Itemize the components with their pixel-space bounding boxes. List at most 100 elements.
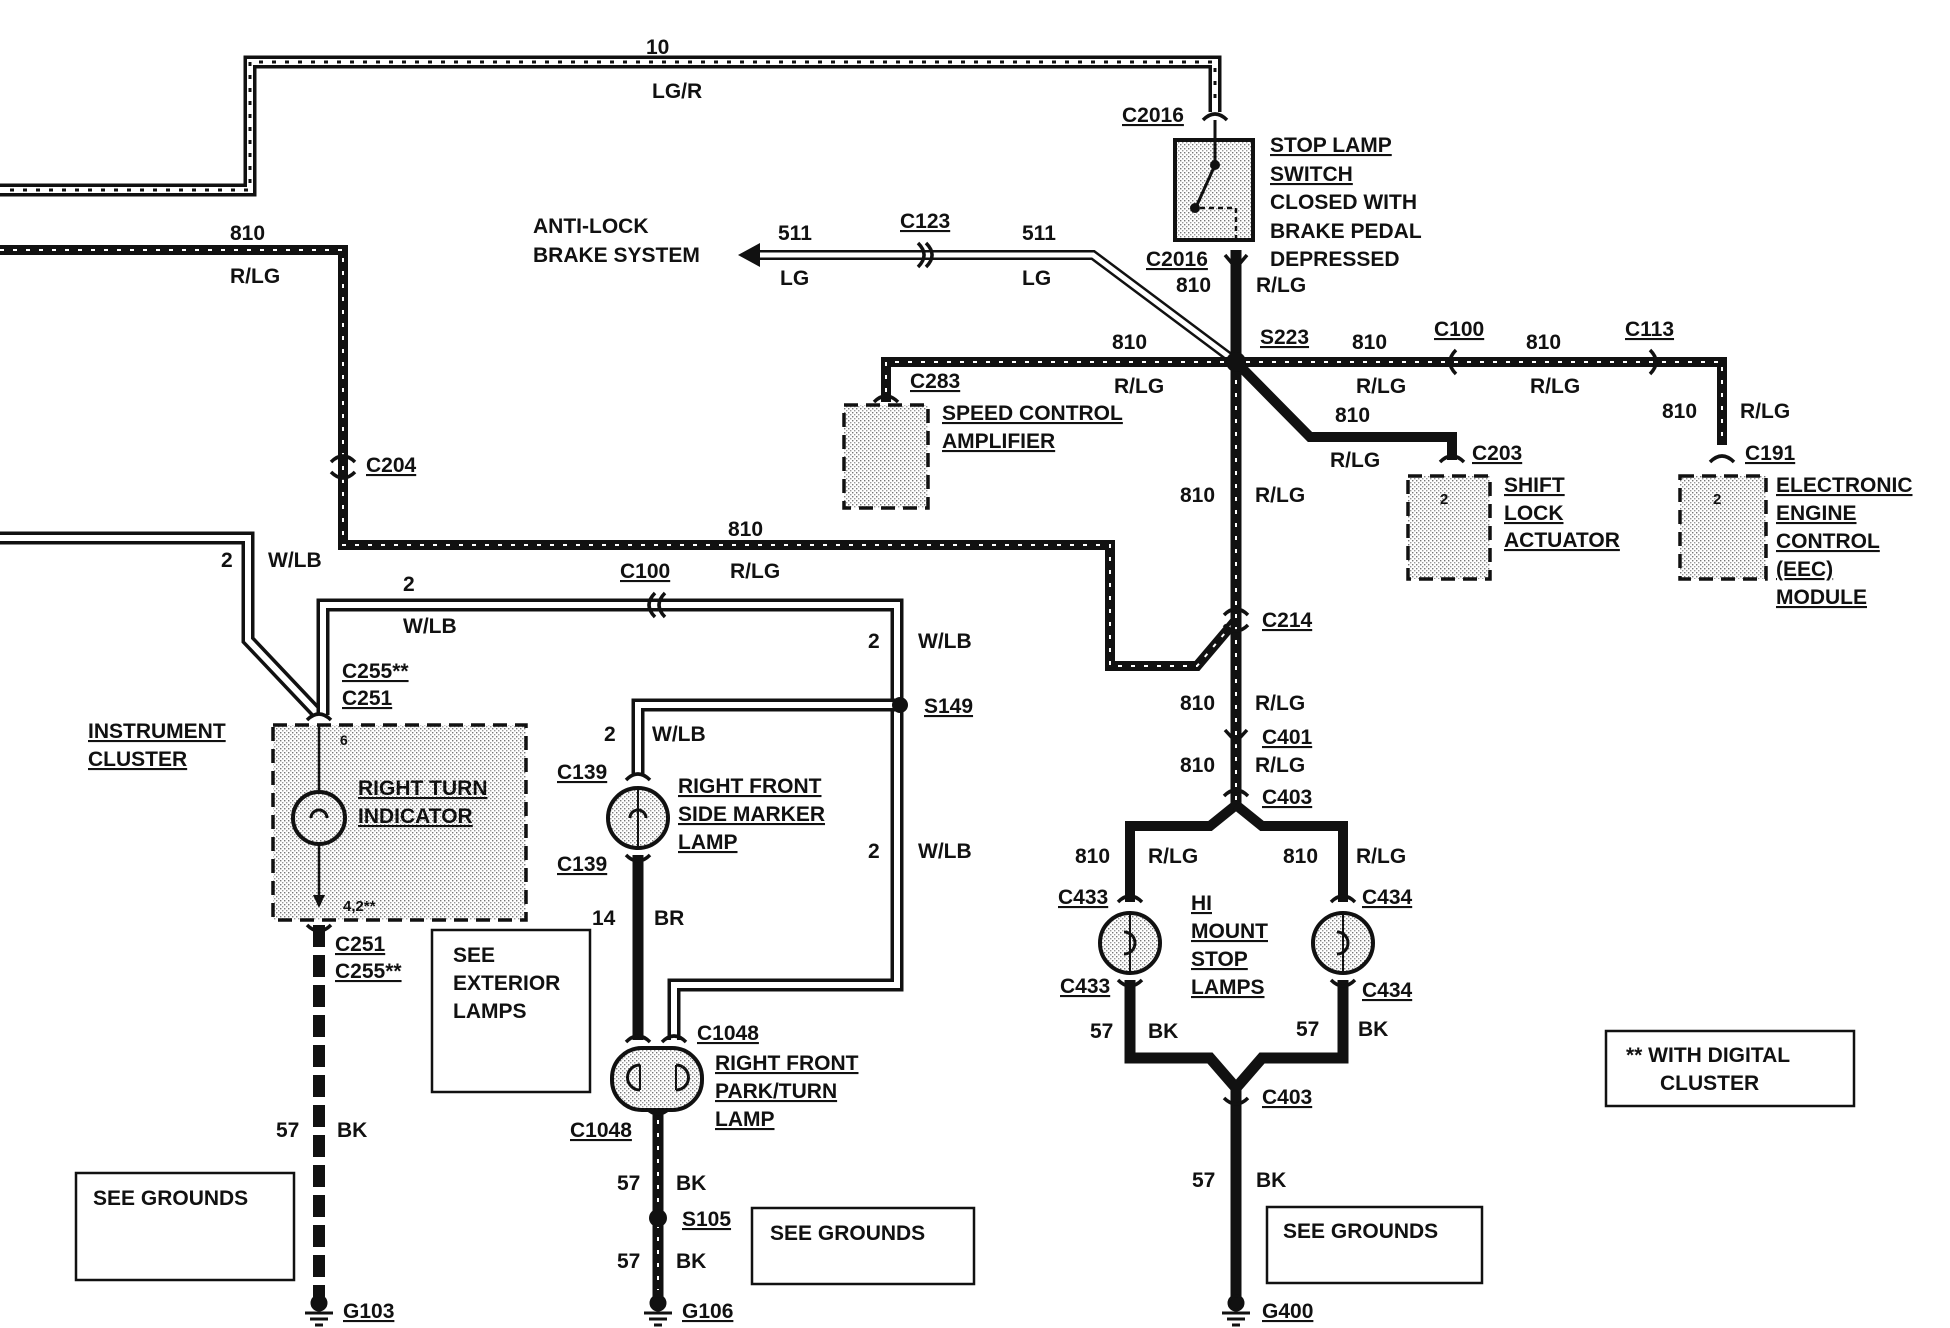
wire-57-c433-num: 57 bbox=[1090, 1020, 1113, 1043]
connector-c255-bot-label: C255** bbox=[335, 960, 402, 983]
c403-bot-symbol bbox=[1222, 1096, 1250, 1106]
wire-57-g400-color: BK bbox=[1256, 1169, 1286, 1192]
see-exterior-label-1: SEE bbox=[453, 944, 495, 967]
c191-symbol bbox=[1708, 454, 1736, 464]
wire-810-c283-color: R/LG bbox=[1114, 375, 1164, 398]
wire-2-marker-color: W/LB bbox=[652, 723, 706, 746]
connector-c100-bus-label: C100 bbox=[1434, 318, 1484, 341]
eec-label-5: MODULE bbox=[1776, 586, 1867, 609]
wire-2-left-num: 2 bbox=[221, 549, 233, 572]
connector-c283-label: C283 bbox=[910, 370, 960, 393]
wire-w-lb-2-left bbox=[0, 531, 322, 718]
side-marker-lamp-bulb bbox=[606, 786, 670, 850]
eec-label-1: ELECTRONIC bbox=[1776, 474, 1913, 497]
connector-c139-bot-label: C139 bbox=[557, 853, 607, 876]
shift-lock-pin: 2 bbox=[1440, 491, 1448, 508]
connector-c255-top-label: C255** bbox=[342, 660, 409, 683]
ground-g103-icon bbox=[305, 1294, 333, 1327]
park-turn-label-1: RIGHT FRONT bbox=[715, 1052, 859, 1075]
c2016-top-symbol bbox=[1201, 112, 1229, 122]
abs-label-2: BRAKE SYSTEM bbox=[533, 244, 700, 267]
shift-lock-actuator-box bbox=[1406, 474, 1492, 581]
wire-810-c113-color: R/LG bbox=[1530, 375, 1580, 398]
digital-cluster-note-box bbox=[1604, 1029, 1856, 1108]
cluster-label-2: CLUSTER bbox=[88, 748, 187, 771]
connector-c113-label: C113 bbox=[1625, 318, 1674, 341]
hi-mount-lamp-left-bulb bbox=[1098, 911, 1162, 975]
hi-mount-label-2: MOUNT bbox=[1191, 920, 1268, 943]
stop-lamp-switch bbox=[1173, 120, 1255, 242]
c2016-bot-symbol bbox=[1223, 253, 1249, 271]
ground-g106-icon bbox=[644, 1294, 672, 1327]
connector-c434-top-label: C434 bbox=[1362, 886, 1413, 909]
cluster-label-1: INSTRUMENT bbox=[88, 720, 226, 743]
wire-810-left-color: R/LG bbox=[230, 265, 280, 288]
wire-2-lower-color: W/LB bbox=[918, 840, 972, 863]
wire-810-c203-num: 810 bbox=[1335, 404, 1370, 427]
wire-lg-511 bbox=[750, 250, 1239, 367]
note-label-2: CLUSTER bbox=[1660, 1072, 1759, 1095]
wire-2-marker-num: 2 bbox=[604, 723, 616, 746]
wire-511b-num: 511 bbox=[1022, 222, 1056, 245]
shift-lock-label-1: SHIFT bbox=[1504, 474, 1565, 497]
wire-lg-r-10 bbox=[0, 55, 1222, 197]
wire-511a-color: LG bbox=[780, 267, 809, 290]
connector-c2016-bot-label: C2016 bbox=[1146, 248, 1208, 271]
wire-810-c113-num: 810 bbox=[1526, 331, 1561, 354]
wire-810-mid-num: 810 bbox=[728, 518, 763, 541]
wire-2-right-color: W/LB bbox=[918, 630, 972, 653]
c283-symbol bbox=[872, 394, 900, 404]
connector-symbols bbox=[305, 112, 1736, 1116]
stop-switch-label-4: BRAKE PEDAL bbox=[1270, 220, 1422, 243]
wire-57-g103-num: 57 bbox=[276, 1119, 299, 1142]
connector-c434-bot-label: C434 bbox=[1362, 979, 1413, 1002]
park-turn-label-2: PARK/TURN bbox=[715, 1080, 837, 1103]
wire-810-c100-color: R/LG bbox=[1356, 375, 1406, 398]
shift-lock-label-3: ACTUATOR bbox=[1504, 529, 1620, 552]
c203-symbol bbox=[1438, 454, 1466, 464]
wire-10-color: LG/R bbox=[652, 80, 702, 103]
eec-label-4: (EEC) bbox=[1776, 558, 1833, 581]
wire-810-c401-num: 810 bbox=[1180, 754, 1215, 777]
c204-symbol bbox=[329, 454, 357, 480]
eec-label-3: CONTROL bbox=[1776, 530, 1880, 553]
shift-lock-label-2: LOCK bbox=[1504, 502, 1564, 525]
see-exterior-label-2: EXTERIOR bbox=[453, 972, 560, 995]
connector-c1048-bot-label: C1048 bbox=[570, 1119, 632, 1142]
c433-bot-symbol bbox=[1116, 978, 1144, 988]
abs-label-1: ANTI-LOCK bbox=[533, 215, 648, 238]
see-exterior-label-3: LAMPS bbox=[453, 1000, 527, 1023]
wire-810-c434-num: 810 bbox=[1283, 845, 1318, 868]
wire-57-c434-num: 57 bbox=[1296, 1018, 1319, 1041]
note-label-1: ** WITH DIGITAL bbox=[1626, 1044, 1790, 1067]
wire-810-c203-color: R/LG bbox=[1330, 449, 1380, 472]
c403-top-symbol bbox=[1222, 788, 1250, 798]
wire-810-c433-color: R/LG bbox=[1148, 845, 1198, 868]
wire-2-top-color: W/LB bbox=[403, 615, 457, 638]
speed-amp-label-2: AMPLIFIER bbox=[942, 430, 1055, 453]
speed-control-amplifier-box bbox=[842, 403, 930, 510]
c433-top-symbol bbox=[1116, 894, 1144, 904]
connector-c139-top-label: C139 bbox=[557, 761, 607, 784]
wire-14-color: BR bbox=[654, 907, 684, 930]
c100-bus-symbol bbox=[1448, 348, 1458, 376]
wire-57-c1048-color: BK bbox=[676, 1172, 706, 1195]
c251-top-symbol bbox=[305, 712, 333, 722]
wire-2-right-num: 2 bbox=[868, 630, 880, 653]
hi-mount-label-1: HI bbox=[1191, 892, 1212, 915]
connector-c1048-top-label: C1048 bbox=[697, 1022, 759, 1045]
wire-57-g103-color: BK bbox=[337, 1119, 367, 1142]
connector-c2016-top-label: C2016 bbox=[1122, 104, 1184, 127]
splice-s149-label: S149 bbox=[924, 695, 973, 718]
c113-symbol bbox=[1648, 348, 1658, 376]
connector-c403-bot-label: C403 bbox=[1262, 1086, 1312, 1109]
stop-switch-label-5: DEPRESSED bbox=[1270, 248, 1400, 271]
wire-511b-color: LG bbox=[1022, 267, 1051, 290]
splice-s223-dot bbox=[1226, 352, 1246, 372]
connector-c204-label: C204 bbox=[366, 454, 417, 477]
wire-57-c1048-num: 57 bbox=[617, 1172, 640, 1195]
c401-symbol bbox=[1223, 728, 1249, 745]
wire-2-top-num: 2 bbox=[403, 573, 415, 596]
wire-810-c401-color: R/LG bbox=[1255, 754, 1305, 777]
ground-g400-label: G400 bbox=[1262, 1300, 1313, 1323]
